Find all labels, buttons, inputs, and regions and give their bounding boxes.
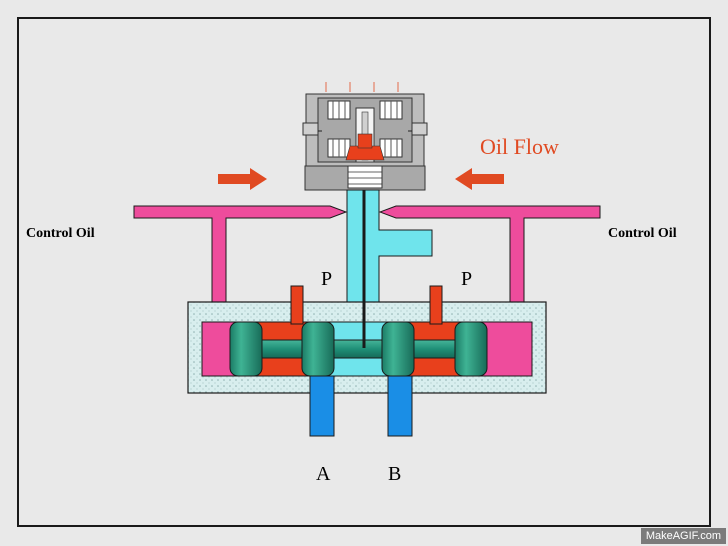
flow-arrow-left [455, 168, 504, 190]
watermark: MakeAGIF.com [640, 528, 726, 544]
port-b-label: B [388, 463, 402, 485]
control-oil-lines [133, 205, 601, 305]
diagram-frame [17, 17, 711, 527]
pressure-port-left [290, 285, 304, 325]
spool [229, 321, 488, 377]
torque-motor [302, 82, 428, 191]
pressure-port-label-right: P [461, 268, 473, 290]
flow-arrow-right [218, 168, 267, 190]
outlet-port-a [309, 375, 335, 437]
port-a-label: A [316, 463, 331, 485]
control-oil-label-left: Control Oil [26, 226, 95, 241]
pressure-port-label-left: P [321, 268, 333, 290]
oil-flow-label: Oil Flow [480, 134, 559, 159]
control-oil-label-right: Control Oil [608, 226, 677, 241]
outlet-port-b [387, 375, 413, 437]
pressure-port-right [429, 285, 443, 325]
